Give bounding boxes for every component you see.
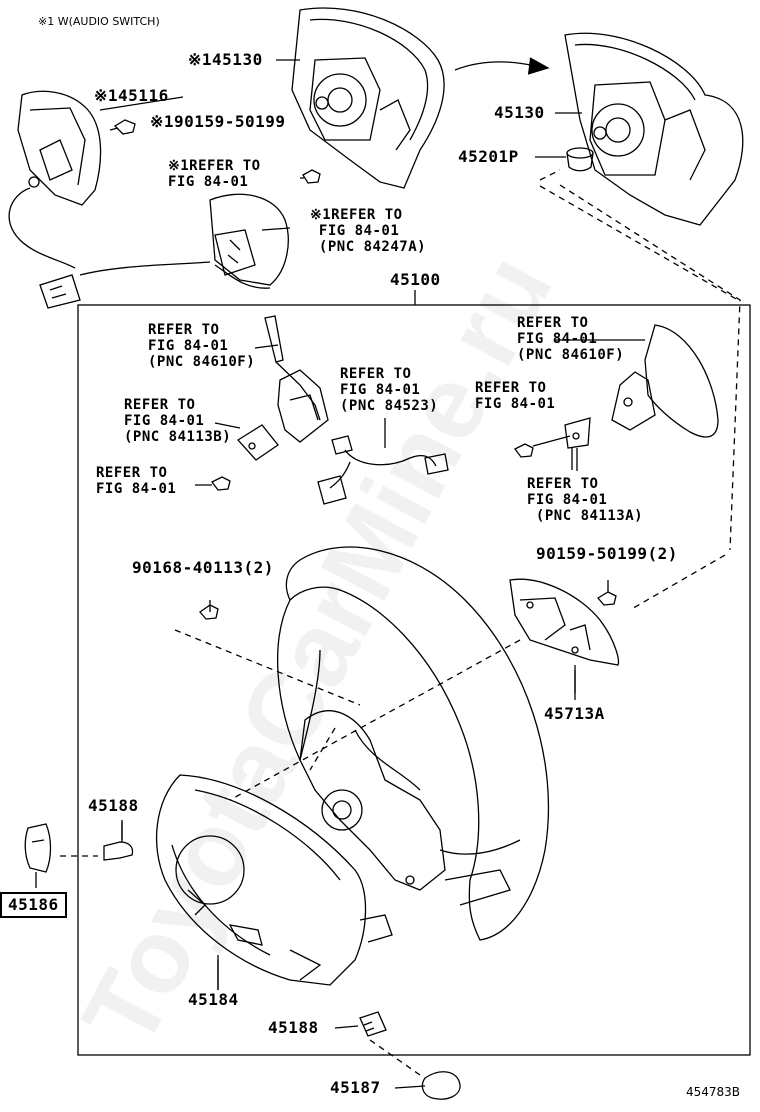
airbag-45130-right: [564, 32, 744, 226]
refer-note-84113b: REFER TO FIG 84-01 (PNC 84113B): [124, 397, 232, 445]
switch-wire: [8, 187, 76, 269]
part-label-45188-upper: 45188: [88, 796, 139, 815]
part-label-45713a: 45713A: [544, 704, 605, 723]
part-label-45116: ※145116: [94, 86, 169, 105]
part-label-190159-50199: ※190159-50199: [150, 112, 286, 131]
refer-note-84610f-left: REFER TO FIG 84-01 (PNC 84610F): [148, 322, 256, 370]
part-label-90168-40113: 90168-40113(2): [132, 558, 274, 577]
part-label-45188-lower: 45188: [268, 1018, 319, 1037]
bolt-90168: [199, 600, 219, 620]
part-label-45186: 45186: [0, 892, 67, 918]
refer-note-84113a: REFER TO FIG 84-01 (PNC 84113A): [527, 476, 644, 524]
dashed-leaders: [60, 169, 741, 1076]
screw-right: [514, 435, 571, 458]
flow-arrow-head: [527, 57, 550, 75]
refer-note-84610f-right: REFER TO FIG 84-01 (PNC 84610F): [517, 315, 625, 363]
diagram-code: 454783B: [686, 1085, 741, 1099]
part-label-45201p: 45201P: [458, 147, 519, 166]
clip-45188-lower: [334, 1011, 387, 1037]
screw-top: [300, 169, 321, 184]
refer-note-plain-left: REFER TO FIG 84-01: [96, 465, 177, 497]
bolt-190159: [109, 119, 136, 135]
clip-45188-upper: [103, 822, 134, 861]
cover-45713a: [509, 578, 620, 700]
refer-note-84523: REFER TO FIG 84-01 (PNC 84523): [340, 366, 439, 414]
part-label-45187: 45187: [330, 1078, 381, 1097]
refer-note-84247a: ※1REFER TO FIG 84-01 (PNC 84247A): [310, 207, 427, 255]
part-label-90159-50199: 90159-50199(2): [536, 544, 678, 563]
bolt-90159: [597, 580, 617, 606]
part-label-45100: 45100: [390, 270, 441, 289]
refer-note-plain-right: REFER TO FIG 84-01: [475, 380, 556, 412]
header-note: ※1 W(AUDIO SWITCH): [38, 15, 160, 28]
plate-45186: [24, 823, 52, 888]
switch-wire-b: [214, 264, 271, 289]
connector-left: [39, 274, 81, 309]
paddle-left: [264, 315, 329, 443]
bracket-84113b: [214, 422, 279, 461]
wire-to-switch: [79, 261, 211, 276]
flow-arrow: [454, 61, 536, 71]
switch-cover-45116: [17, 90, 102, 206]
cap-45187: [394, 1071, 461, 1100]
screw-left: [195, 476, 231, 491]
label-leaders: [99, 59, 645, 990]
airbag-45130-left: [291, 7, 445, 189]
part-label-45184: 45184: [188, 990, 239, 1009]
bracket-84113a: [564, 417, 591, 470]
harness-84523: [317, 418, 449, 505]
paddle-right: [611, 324, 719, 438]
steering-wheel: [277, 546, 550, 941]
assembly-frame: [77, 304, 751, 1056]
part-label-45130-top: ※145130: [188, 50, 263, 69]
lower-cover-45184: [155, 774, 393, 990]
steering-switch-84247a: [209, 193, 291, 286]
refer-note-switch: ※1REFER TO FIG 84-01: [168, 158, 261, 190]
part-label-45130-right: 45130: [494, 103, 545, 122]
plug-45201p: [566, 147, 594, 172]
